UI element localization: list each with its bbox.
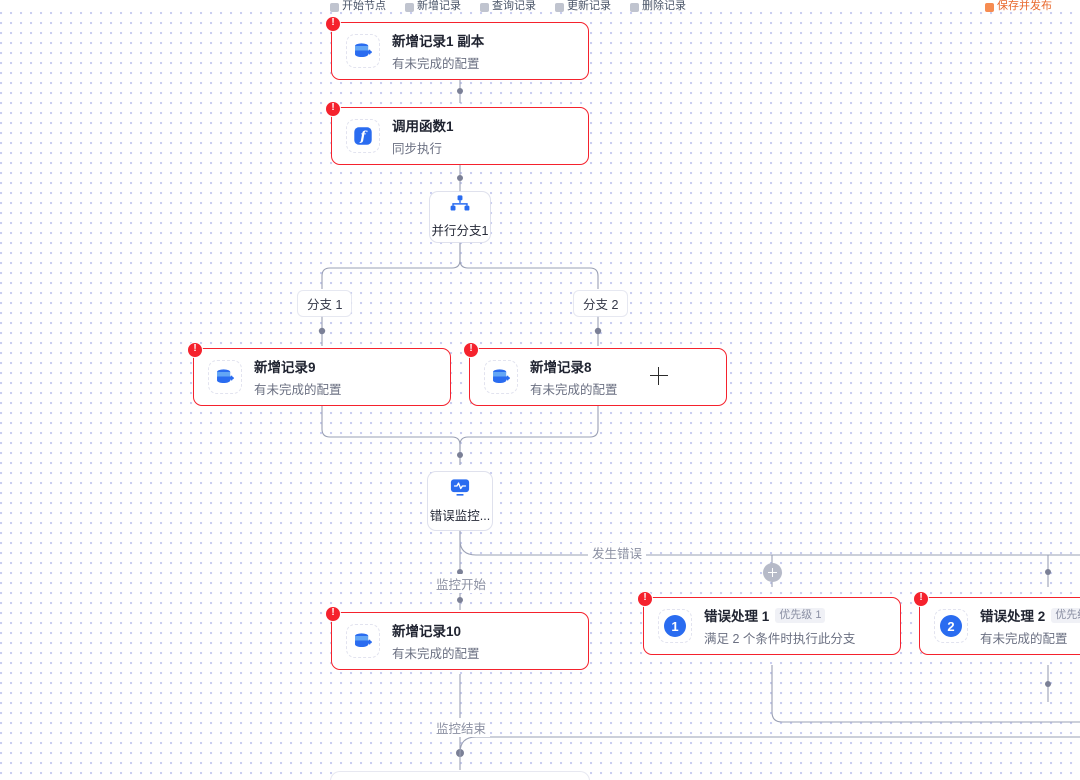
node-text: 新增记录10 有未完成的配置 <box>392 620 480 662</box>
flag-icon <box>330 3 339 12</box>
publish-button[interactable]: 保存并发布 <box>985 0 1052 12</box>
node-text: 新增记录1 副本 有未完成的配置 <box>392 30 484 72</box>
delete-record-icon <box>630 3 639 12</box>
toolbar-item-0[interactable]: 开始节点 <box>330 0 386 12</box>
node-error-monitor[interactable]: 错误监控... <box>428 472 492 530</box>
node-title: 新增记录10 <box>392 624 462 639</box>
node-error-handler-1[interactable]: 1 错误处理 1 优先级 1 满足 2 个条件时执行此分支 <box>637 591 901 655</box>
number-1-icon: 1 <box>658 609 692 643</box>
node-error-handler-2[interactable]: 2 错误处理 2 优先级 2 有未完成的配置 <box>913 591 1080 655</box>
error-badge <box>325 16 341 32</box>
node-call-function-1[interactable]: f 调用函数1 同步执行 <box>325 101 589 165</box>
database-add-icon <box>346 624 380 658</box>
node-add-record-9[interactable]: 新增记录9 有未完成的配置 <box>187 342 451 406</box>
cursor-crosshair <box>650 367 668 385</box>
branch-label-text: 分支 1 <box>307 298 343 312</box>
edge-label-text: 监控开始 <box>436 578 487 592</box>
toolbar-item-label: 新增记录 <box>417 0 461 12</box>
node-list-record-bottom[interactable]: 列表记录1 副本 000 <box>331 772 589 780</box>
error-badge <box>637 591 653 607</box>
node-text: 新增记录9 有未完成的配置 <box>254 356 342 398</box>
node-subtitle: 满足 2 个条件时执行此分支 <box>704 632 856 646</box>
add-node-on-edge-button[interactable] <box>763 563 782 582</box>
workflow-canvas[interactable]: 新增记录1 副本 有未完成的配置 f 调用函数1 同步执行 并行分支1 <box>0 12 1080 780</box>
publish-button-label: 保存并发布 <box>997 0 1052 12</box>
toolbar-item-3[interactable]: 更新记录 <box>555 0 611 12</box>
search-record-icon <box>480 3 489 12</box>
node-text: 错误处理 1 优先级 1 满足 2 个条件时执行此分支 <box>704 605 855 647</box>
edge-layer <box>318 80 1080 770</box>
parallel-branch-icon <box>450 195 470 218</box>
node-subtitle: 同步执行 <box>392 142 443 156</box>
toolbar-item-label: 查询记录 <box>492 0 536 12</box>
node-subtitle: 有未完成的配置 <box>530 383 618 397</box>
node-add-record-8[interactable]: 新增记录8 有未完成的配置 <box>463 342 727 406</box>
edge-label-text: 监控结束 <box>436 722 487 736</box>
edge-label-monitor-end: 监控结束 <box>432 718 491 737</box>
error-badge <box>463 342 479 358</box>
error-badge <box>187 342 203 358</box>
node-subtitle: 有未完成的配置 <box>980 632 1068 646</box>
branch-label-text: 分支 2 <box>583 298 619 312</box>
svg-text:2: 2 <box>947 619 954 634</box>
database-add-icon <box>208 360 242 394</box>
node-title: 新增记录1 副本 <box>392 34 485 49</box>
publish-icon <box>985 3 994 12</box>
node-subtitle: 有未完成的配置 <box>392 647 480 661</box>
monitor-icon <box>449 478 471 503</box>
database-add-icon <box>346 34 380 68</box>
node-title-text: 错误处理 1 <box>704 609 770 624</box>
node-title: 新增记录8 <box>530 360 592 375</box>
node-text: 新增记录8 有未完成的配置 <box>530 356 618 398</box>
svg-text:1: 1 <box>671 619 678 634</box>
error-badge <box>325 606 341 622</box>
node-add-record-1-copy[interactable]: 新增记录1 副本 有未完成的配置 <box>325 16 589 80</box>
edge-label-monitor-start: 监控开始 <box>432 574 491 593</box>
edge-label-text: 发生错误 <box>592 547 643 561</box>
database-add-icon <box>405 3 414 12</box>
branch-label-2[interactable]: 分支 2 <box>574 291 628 316</box>
priority-badge: 优先级 1 <box>775 607 826 623</box>
node-title: 调用函数1 <box>392 119 454 134</box>
node-parallel-branch-1[interactable]: 并行分支1 <box>430 192 490 242</box>
edit-record-icon <box>555 3 564 12</box>
priority-badge: 优先级 2 <box>1051 607 1080 623</box>
node-text: 错误处理 2 优先级 2 有未完成的配置 <box>980 605 1080 647</box>
function-icon: f <box>346 119 380 153</box>
node-text: 调用函数1 同步执行 <box>392 115 454 157</box>
toolbar-item-label: 开始节点 <box>342 0 386 12</box>
node-title: 错误处理 1 优先级 1 <box>704 605 855 625</box>
node-title: 错误监控... <box>429 509 491 523</box>
database-add-icon <box>484 360 518 394</box>
node-title: 新增记录9 <box>254 360 316 375</box>
branch-label-1[interactable]: 分支 1 <box>298 291 352 316</box>
node-title-text: 错误处理 2 <box>980 609 1046 624</box>
edge-label-error-occurred: 发生错误 <box>588 543 647 562</box>
toolbar-item-2[interactable]: 查询记录 <box>480 0 536 12</box>
node-add-record-10[interactable]: 新增记录10 有未完成的配置 <box>325 606 589 670</box>
toolbar-item-label: 删除记录 <box>642 0 686 12</box>
top-toolbar[interactable]: 开始节点 新增记录 查询记录 更新记录 删除记录 保存并发布 <box>0 0 1080 12</box>
error-badge <box>325 101 341 117</box>
number-2-icon: 2 <box>934 609 968 643</box>
toolbar-item-1[interactable]: 新增记录 <box>405 0 461 12</box>
node-subtitle: 有未完成的配置 <box>254 383 342 397</box>
node-subtitle: 有未完成的配置 <box>392 57 480 71</box>
error-badge <box>913 591 929 607</box>
node-title: 错误处理 2 优先级 2 <box>980 605 1080 625</box>
node-title: 并行分支1 <box>431 224 489 238</box>
toolbar-item-label: 更新记录 <box>567 0 611 12</box>
toolbar-item-4[interactable]: 删除记录 <box>630 0 686 12</box>
svg-text:f: f <box>359 130 368 145</box>
